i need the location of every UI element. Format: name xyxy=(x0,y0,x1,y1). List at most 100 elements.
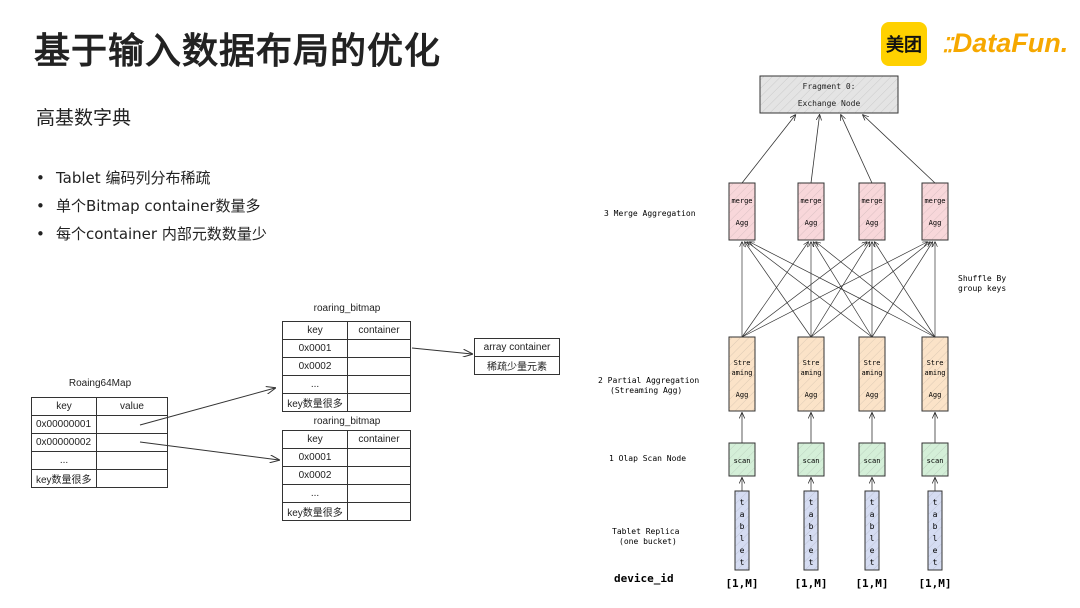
stream-node-label: aming xyxy=(924,369,945,377)
shuffle-arrow xyxy=(750,242,936,338)
shuffle-label: Shuffle By xyxy=(958,274,1006,283)
shuffle-arrow xyxy=(816,242,936,338)
tablet-letter: t xyxy=(740,558,745,567)
tablet-replica-label: Tablet Replica xyxy=(612,527,680,536)
tablet-letter: t xyxy=(740,498,745,507)
stream-node-agg: Agg xyxy=(866,391,879,399)
tablet-node-hatch xyxy=(928,491,942,570)
datafun-logo-text: DataFun. xyxy=(952,28,1069,58)
tablet-letter: e xyxy=(933,546,938,555)
merge-node-label: merge xyxy=(731,197,752,205)
bucket-label: [1,M] xyxy=(918,577,951,590)
table-cell xyxy=(96,469,168,488)
bitmap2-caption: roaring_bitmap xyxy=(313,416,381,427)
streaming-agg-node-hatch xyxy=(729,337,755,411)
bullet-item: •Tablet 编码列分布稀疏 xyxy=(36,164,267,192)
bullet-text: Tablet 编码列分布稀疏 xyxy=(56,169,211,187)
meituan-logo: 美团 xyxy=(881,22,927,66)
tablet-node-hatch xyxy=(735,491,749,570)
bullet-item: •单个Bitmap container数量多 xyxy=(36,192,267,220)
table-row: ... xyxy=(282,375,411,394)
table-header-row: key container xyxy=(282,321,411,340)
merge-node-agg: Agg xyxy=(929,219,942,227)
scan-node-hatch xyxy=(798,443,824,476)
tablet-letter: a xyxy=(809,510,814,519)
tablet-letter: t xyxy=(870,498,875,507)
table-row: ... xyxy=(282,484,411,503)
fragment-title: Fragment 0: xyxy=(803,82,856,91)
tablet-letter: e xyxy=(809,546,814,555)
table-cell: key数量很多 xyxy=(282,502,348,521)
table-row: 0x00000002 xyxy=(31,433,168,452)
stream-node-label: aming xyxy=(731,369,752,377)
roaring64-caption: Roaing64Map xyxy=(68,378,132,389)
tablet-letter: l xyxy=(870,534,875,543)
stream-node-agg: Agg xyxy=(929,391,942,399)
tablet-letter: e xyxy=(870,546,875,555)
tablet-node-hatch xyxy=(804,491,818,570)
tablet-letter: t xyxy=(809,558,814,567)
merge-agg-node-hatch xyxy=(729,183,755,240)
bullet-text: 每个container 内部元数数量少 xyxy=(56,225,267,243)
streaming-agg-node-hatch xyxy=(922,337,948,411)
table-row: key数量很多 xyxy=(31,469,168,488)
diagram-labels: [1,M][1,M][1,M][1,M]3 Merge Aggregation2… xyxy=(598,209,1006,590)
table-header-container: container xyxy=(347,430,411,449)
merge-agg-node-hatch xyxy=(922,183,948,240)
tablet-node-hatch xyxy=(865,491,879,570)
connection-lines xyxy=(742,115,935,491)
scan-node-hatch xyxy=(922,443,948,476)
shuffle-arrow xyxy=(741,242,867,338)
merge-node-agg: Agg xyxy=(736,219,749,227)
merge-node-label: merge xyxy=(924,197,945,205)
merge-to-fragment-arrow xyxy=(863,115,936,184)
tablet-letter: t xyxy=(933,498,938,507)
page-title: 基于输入数据布局的优化 xyxy=(34,31,442,72)
table-cell xyxy=(347,393,411,412)
merge-agg-node-hatch xyxy=(859,183,885,240)
bullet-dot-icon: • xyxy=(36,197,45,215)
merge-node-label: merge xyxy=(861,197,882,205)
table-row: 0x0001 xyxy=(282,448,411,467)
merge-to-fragment-arrow xyxy=(741,115,795,184)
bitmap1-caption: roaring_bitmap xyxy=(313,303,381,314)
bitmap1-table: key container 0x0001 0x0002 ... key数量很多 xyxy=(282,321,411,412)
scan-node-hatch xyxy=(729,443,755,476)
partial-aggregation-label: 2 Partial Aggregation xyxy=(598,376,699,385)
table-cell xyxy=(347,502,411,521)
scan-node-row-label: 1 Olap Scan Node xyxy=(609,454,686,463)
scan-node-label: scan xyxy=(803,457,820,465)
table-row: key数量很多 xyxy=(282,502,411,521)
bullet-list: •Tablet 编码列分布稀疏 •单个Bitmap container数量多 •… xyxy=(36,164,267,248)
dots-icon: ⁚⁚ xyxy=(942,35,953,57)
tablet-letter: a xyxy=(740,510,745,519)
tablet-letter: t xyxy=(870,558,875,567)
shuffle-arrow xyxy=(745,242,812,338)
bullet-dot-icon: • xyxy=(36,225,45,243)
shuffle-arrow xyxy=(810,242,870,338)
streaming-agg-node-hatch xyxy=(859,337,885,411)
tablet-letter: l xyxy=(809,534,814,543)
tablet-letter: b xyxy=(870,522,875,531)
table-cell: key数量很多 xyxy=(31,469,97,488)
array-container-box: array container 稀疏少量元素 xyxy=(474,338,560,375)
arrow-container-to-array xyxy=(411,347,472,354)
merge-node-agg: Agg xyxy=(805,219,818,227)
table-cell: key数量很多 xyxy=(282,393,348,412)
shuffle-sublabel: group keys xyxy=(958,284,1006,293)
streaming-agg-node-hatch xyxy=(798,337,824,411)
table-header-row: key container xyxy=(282,430,411,449)
table-cell: 稀疏少量元素 xyxy=(474,356,560,375)
datafun-logo: ⁚⁚DataFun. xyxy=(942,28,1068,59)
merge-node-agg: Agg xyxy=(866,219,879,227)
fragment-subtitle: Exchange Node xyxy=(798,99,861,108)
scan-node-hatch xyxy=(859,443,885,476)
stream-node-label: Stre xyxy=(734,359,751,367)
tablet-letter: b xyxy=(740,522,745,531)
table-row: ... xyxy=(31,451,168,470)
table-row: 0x0002 xyxy=(282,357,411,376)
stream-node-agg: Agg xyxy=(736,391,749,399)
tablet-replica-sublabel: (one bucket) xyxy=(619,537,677,546)
tablet-letter: a xyxy=(933,510,938,519)
